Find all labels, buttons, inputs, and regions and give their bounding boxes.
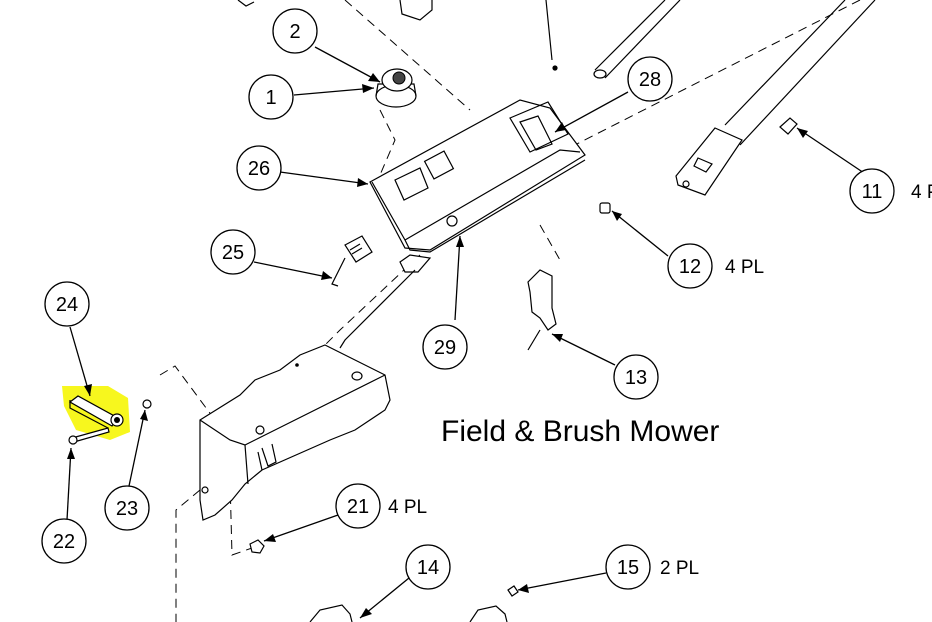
callout-2: 2 bbox=[272, 8, 318, 54]
part-22-bolt bbox=[68, 427, 110, 445]
callout-28: 28 bbox=[627, 56, 673, 102]
assembly-dashed-lines bbox=[159, 0, 861, 622]
quantity-label: 4 PL bbox=[388, 497, 427, 518]
part-23-nut bbox=[142, 399, 152, 409]
callout-number: 11 bbox=[862, 181, 883, 203]
part-handle-rod bbox=[593, 0, 681, 79]
callout-15: 15 2 PL bbox=[605, 544, 699, 590]
quantity-label: 4 PL bbox=[725, 257, 764, 278]
part-main-bracket bbox=[199, 344, 391, 521]
quantity-label: 4 PL bbox=[911, 182, 932, 203]
callout-number: 14 bbox=[417, 557, 439, 579]
callout-13: 13 bbox=[613, 354, 659, 400]
callout-number: 21 bbox=[347, 496, 369, 518]
callout-number: 15 bbox=[617, 557, 639, 579]
callout-22: 22 bbox=[41, 518, 87, 564]
callout-number: 24 bbox=[56, 294, 78, 316]
arrowheads bbox=[67, 73, 808, 618]
callout-12: 12 4 PL bbox=[667, 243, 764, 289]
callout-number: 22 bbox=[53, 531, 75, 553]
callout-number: 1 bbox=[265, 87, 276, 109]
part-knob bbox=[375, 68, 417, 108]
quantity-label: 2 PL bbox=[660, 558, 699, 579]
callout-number: 12 bbox=[679, 256, 701, 278]
callout-number: 28 bbox=[639, 69, 661, 91]
leader-lines bbox=[66, 46, 871, 619]
callout-11: 11 4 PL bbox=[849, 168, 932, 214]
part-bottom-pieces bbox=[309, 585, 519, 622]
callout-21: 21 4 PL bbox=[335, 483, 427, 529]
part-24-lever bbox=[62, 386, 130, 440]
part-21-nut bbox=[249, 539, 265, 554]
callout-14: 14 bbox=[405, 544, 451, 590]
part-switch bbox=[331, 235, 373, 287]
callout-26: 26 bbox=[236, 145, 282, 191]
part-bracket bbox=[527, 269, 557, 351]
part-top-left-clip bbox=[237, 0, 558, 71]
part-post bbox=[599, 202, 611, 214]
part-control-tray bbox=[339, 99, 586, 349]
callout-23: 23 bbox=[104, 485, 150, 531]
callout-number: 29 bbox=[434, 337, 456, 359]
part-handle-arm bbox=[675, 0, 876, 196]
callout-25: 25 bbox=[210, 229, 256, 275]
callout-number: 26 bbox=[248, 158, 270, 180]
callout-29: 29 bbox=[422, 324, 468, 370]
diagram-title: Field & Brush Mower bbox=[441, 415, 719, 448]
callout-number: 2 bbox=[289, 21, 300, 43]
callout-24: 24 bbox=[44, 281, 90, 327]
callout-number: 25 bbox=[222, 242, 244, 264]
callout-1: 1 bbox=[248, 74, 294, 120]
callout-number: 13 bbox=[625, 367, 647, 389]
callout-number: 23 bbox=[116, 498, 138, 520]
